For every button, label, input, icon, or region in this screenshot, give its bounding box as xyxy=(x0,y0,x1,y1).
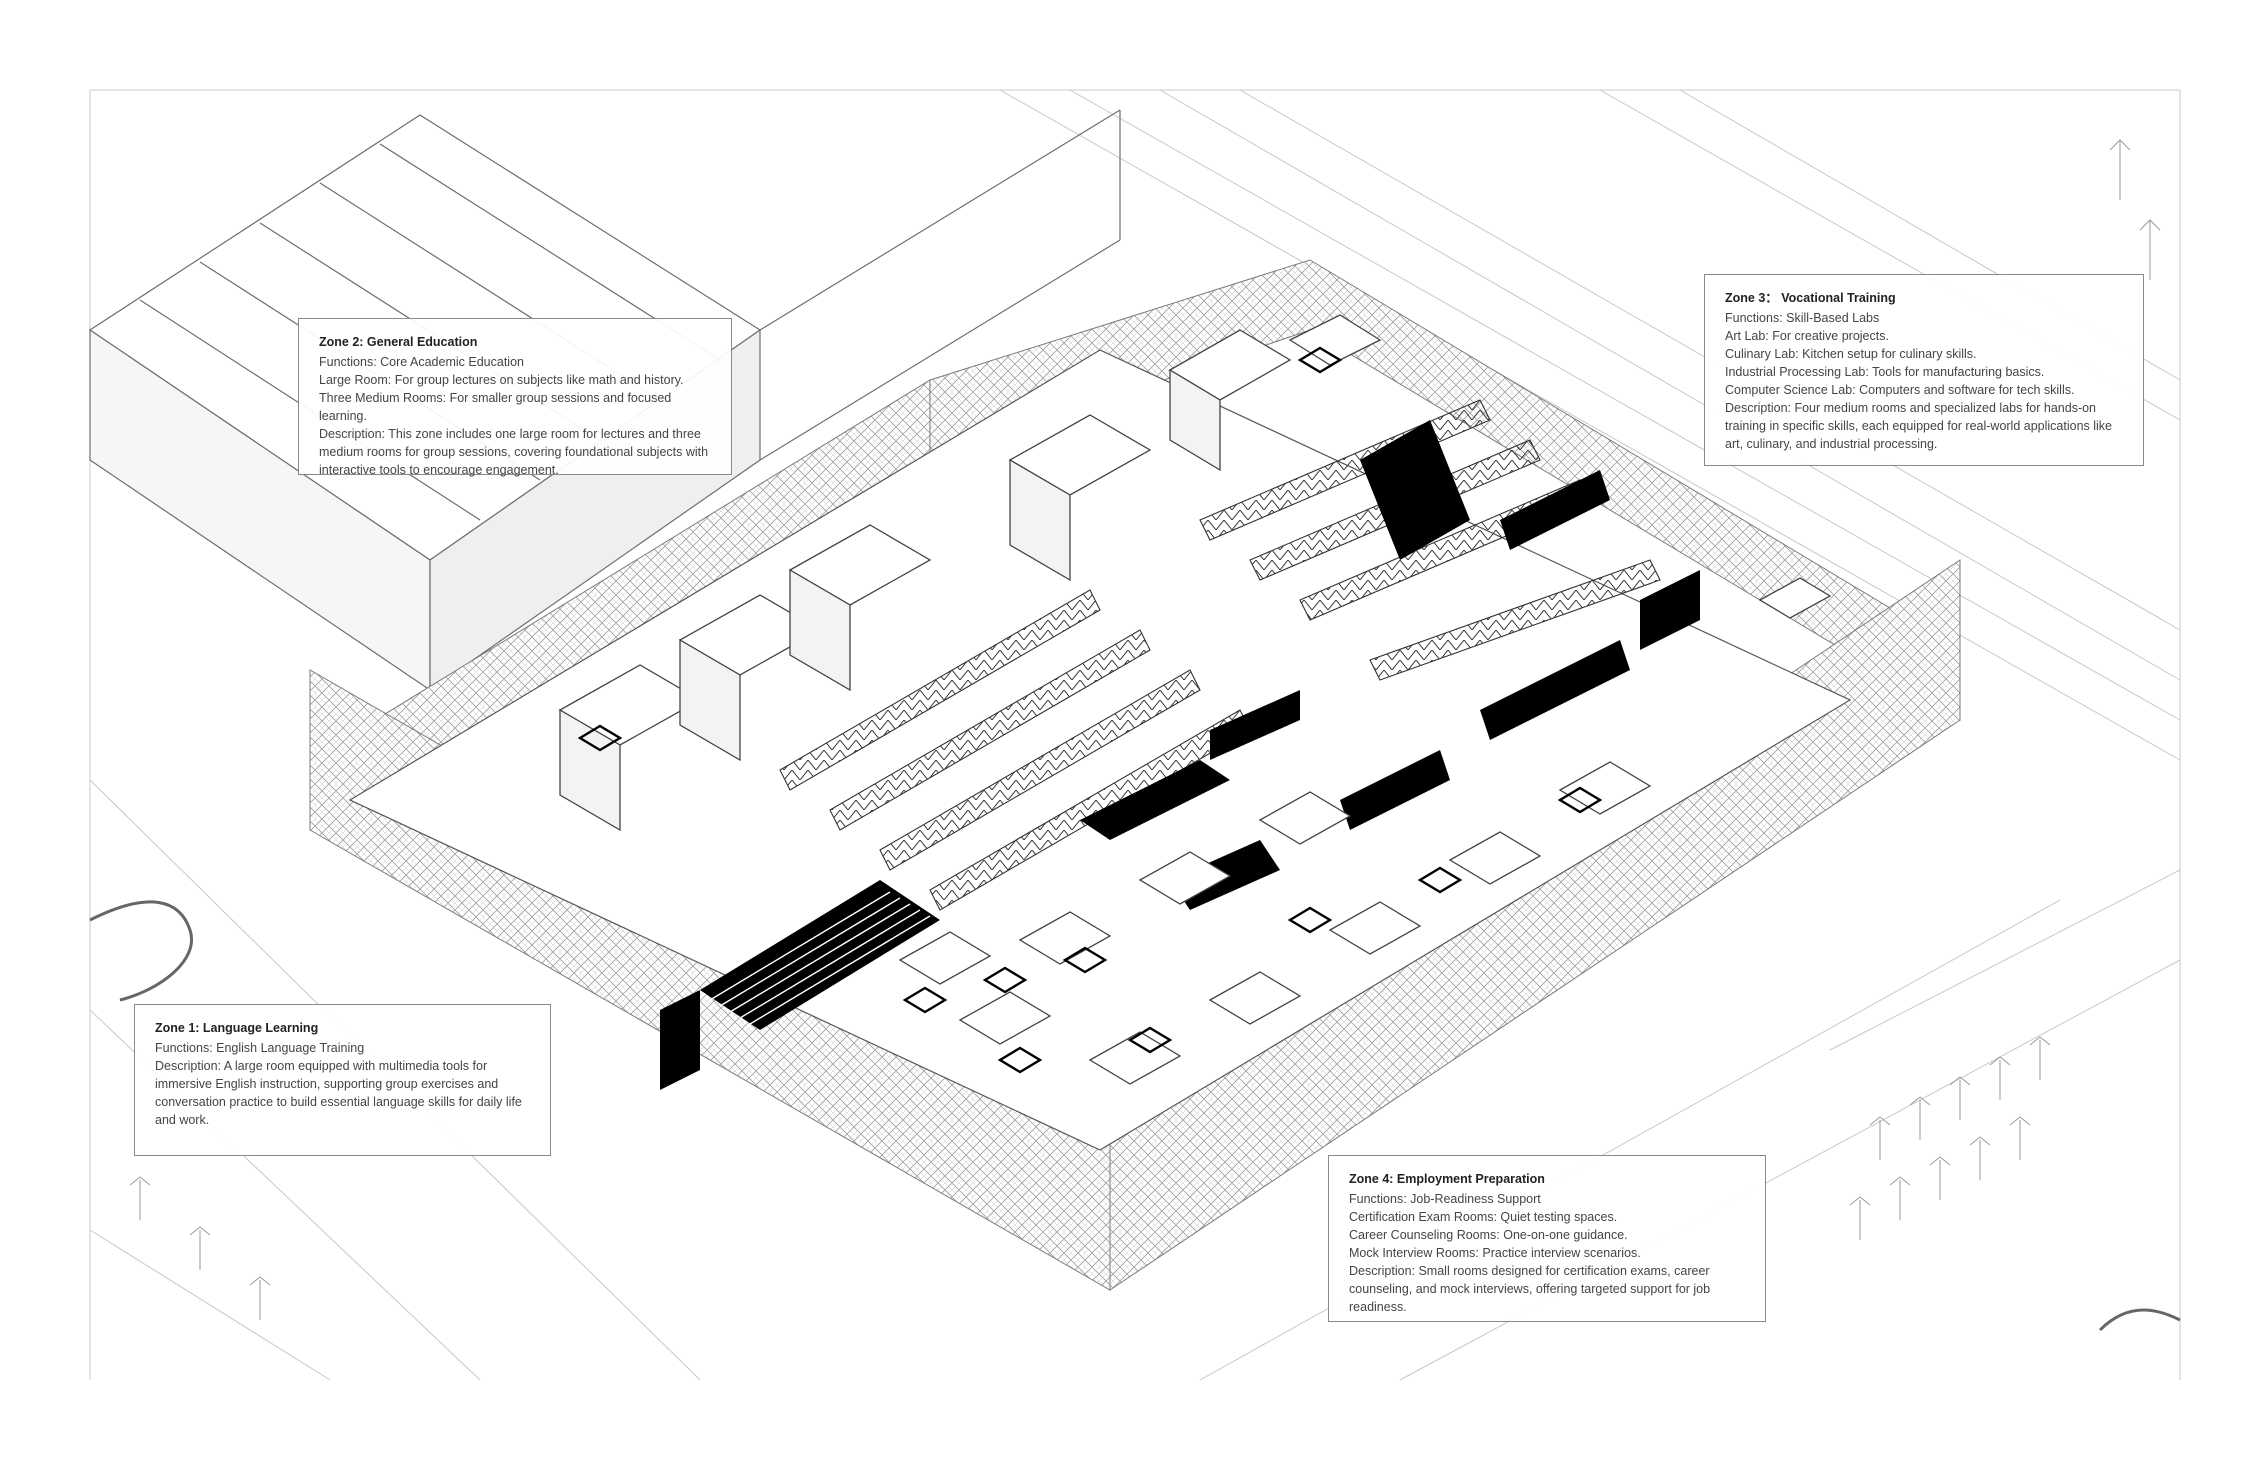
zone-1-title: Zone 1: Language Learning xyxy=(155,1021,319,1035)
zone-2-line: medium rooms for group sessions, coverin… xyxy=(319,445,709,459)
zone-4-line: Description: Small rooms designed for ce… xyxy=(1349,1264,1710,1278)
zone-4-title: Zone 4: Employment Preparation xyxy=(1349,1172,1545,1186)
zone-2-line: Large Room: For group lectures on subjec… xyxy=(319,373,684,387)
zone-4-line: counseling, and mock interviews, offerin… xyxy=(1349,1282,1711,1296)
zone-4-line: Career Counseling Rooms: One-on-one guid… xyxy=(1349,1228,1628,1242)
zone-4-line: Certification Exam Rooms: Quiet testing … xyxy=(1349,1210,1618,1224)
zone-3-line: Art Lab: For creative projects. xyxy=(1725,329,1889,343)
building-floor xyxy=(348,349,1852,1151)
zone-4-line: readiness. xyxy=(1349,1300,1407,1314)
zone-2-label: Zone 2: General Education Functions: Cor… xyxy=(298,318,732,477)
zone-1-line: Description: A large room equipped with … xyxy=(155,1059,488,1073)
zone-1-line: conversation practice to build essential… xyxy=(155,1095,522,1109)
grand-stair xyxy=(709,891,931,1025)
zone-2-line: Functions: Core Academic Education xyxy=(319,355,524,369)
zone-3-label: Zone 3： Vocational Training Functions: S… xyxy=(1704,274,2144,466)
zone-1-line: immersive English instruction, supportin… xyxy=(155,1077,499,1091)
room-volumes xyxy=(558,314,1832,1085)
skylights xyxy=(577,346,1603,1074)
zone-2-line: interactive tools to encourage engagemen… xyxy=(319,463,559,477)
zone-2-line: Description: This zone includes one larg… xyxy=(319,427,701,441)
zone-3-line: Computer Science Lab: Computers and soft… xyxy=(1725,383,2075,397)
zone-1-line: and work. xyxy=(155,1113,210,1127)
zone-2-line: Three Medium Rooms: For smaller group se… xyxy=(319,391,672,423)
zone-4-line: Mock Interview Rooms: Practice interview… xyxy=(1349,1246,1641,1260)
landscape-trees xyxy=(129,139,2161,1320)
zone-4-label: Zone 4: Employment Preparation Functions… xyxy=(1328,1155,1766,1322)
zone-3-line: art, culinary, and industrial processing… xyxy=(1725,437,1938,451)
zone-1-line: Functions: English Language Training xyxy=(155,1041,365,1055)
zone-3-line: training in specific skills, each equipp… xyxy=(1725,419,2112,433)
zone-4-line: Functions: Job-Readiness Support xyxy=(1349,1192,1541,1206)
zone-3-line: Description: Four medium rooms and speci… xyxy=(1725,401,2097,415)
zone-2-title: Zone 2: General Education xyxy=(319,335,478,349)
zone-3-line: Culinary Lab: Kitchen setup for culinary… xyxy=(1725,347,1977,361)
zone-3-line: Industrial Processing Lab: Tools for man… xyxy=(1725,365,2045,379)
zone-3-title: Zone 3： Vocational Training xyxy=(1725,291,1896,305)
zone-3-line: Functions: Skill-Based Labs xyxy=(1725,311,1880,325)
zone-1-label: Zone 1: Language Learning Functions: Eng… xyxy=(134,1004,551,1156)
